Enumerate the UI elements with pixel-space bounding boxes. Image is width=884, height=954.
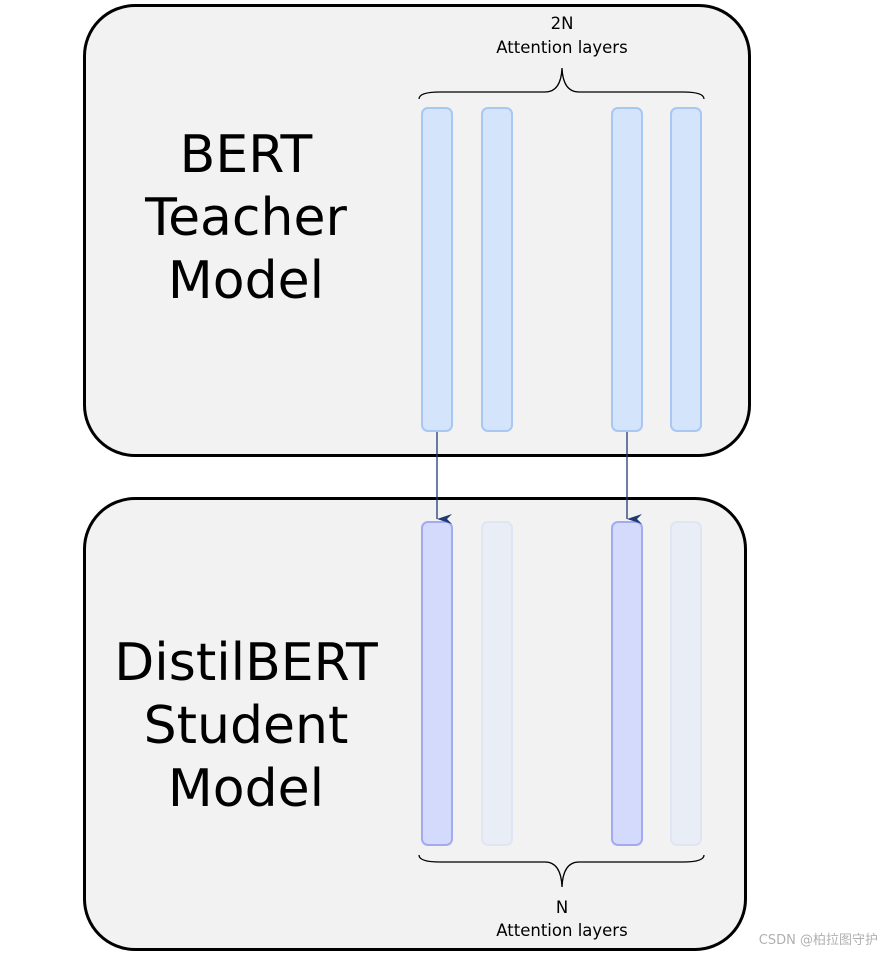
student-layer-removed-1 [481, 521, 513, 846]
student-layer-1 [421, 521, 453, 846]
student-layers-label: Attention layers [496, 921, 628, 940]
student-layers-brace [418, 854, 705, 888]
teacher-layers-brace [418, 67, 705, 100]
student-model-title: DistilBERT Student Model [114, 633, 378, 819]
student-layer-removed-2 [670, 521, 702, 846]
teacher-layers-label: Attention layers [496, 38, 628, 57]
student-layer-2 [611, 521, 643, 846]
teacher-layer-1 [421, 107, 453, 432]
student-layer-count-label: N [555, 898, 569, 917]
teacher-model-title: BERT Teacher Model [145, 125, 347, 311]
teacher-layer-2 [481, 107, 513, 432]
teacher-layer-3 [611, 107, 643, 432]
teacher-layer-count-label: 2N [550, 14, 574, 33]
teacher-layer-4 [670, 107, 702, 432]
watermark: CSDN @柏拉图守护 [758, 933, 878, 948]
